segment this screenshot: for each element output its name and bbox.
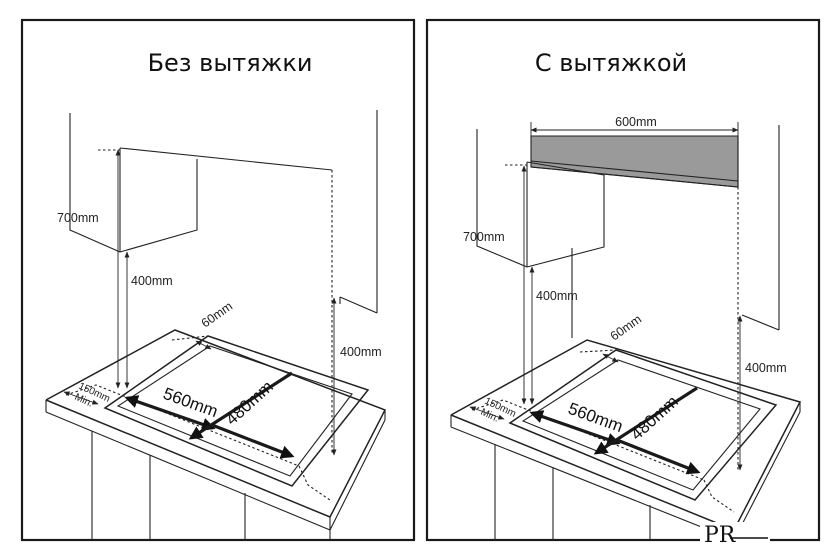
dim-480-label: 480mm xyxy=(222,377,277,429)
hob xyxy=(508,349,778,501)
cutout-outline-back xyxy=(579,349,617,353)
dim-400-side-label: 400mm xyxy=(340,345,382,359)
dim-400-side-label: 400mm xyxy=(745,361,787,375)
dim-600: 600mm xyxy=(530,115,739,136)
panel-title: Без вытяжки xyxy=(148,49,313,77)
cutout-outline-back xyxy=(171,335,209,341)
wall-cabinet xyxy=(69,113,333,253)
worktop xyxy=(450,339,802,541)
dim-480-label: 480mm xyxy=(627,392,682,444)
panel-frame xyxy=(425,18,821,542)
worktop xyxy=(45,329,387,540)
dim-700-label: 700mm xyxy=(57,211,99,225)
dim-560-label: 560mm xyxy=(566,399,626,436)
dim-60-left: 60mm xyxy=(195,299,235,350)
panel-with-hood: С вытяжкой 600mm xyxy=(425,18,821,542)
side-wall xyxy=(339,110,378,314)
dim-600-label: 600mm xyxy=(615,115,657,129)
dim-400-cabinet-label: 400mm xyxy=(536,289,578,303)
dim-400-cabinet-left: 400mm xyxy=(124,251,173,389)
dim-700-right: 700mm xyxy=(463,164,527,405)
logo-mark: PR xyxy=(704,523,737,548)
brand-logo: PR xyxy=(700,522,770,548)
dim-700-label: 700mm xyxy=(463,230,505,244)
dim-150-left: 150mm Min. xyxy=(63,381,112,410)
dim-400-cabinet-label: 400mm xyxy=(131,274,173,288)
wall-cabinet xyxy=(476,129,605,268)
panel-title: С вытяжкой xyxy=(535,49,687,77)
cooker-hood xyxy=(530,135,739,188)
side-wall xyxy=(571,125,780,338)
dim-560-label: 560mm xyxy=(161,384,221,421)
dim-400-side-right: 400mm xyxy=(737,187,787,471)
panel-without-hood: Без вытяжки xyxy=(20,18,416,542)
cutout-outline-front xyxy=(298,465,331,501)
hob xyxy=(103,335,370,487)
dim-400-cabinet-right: 400mm xyxy=(529,266,578,405)
dim-560-right: 560mm xyxy=(529,399,626,446)
cutout-outline-front xyxy=(703,479,735,513)
dim-700-left: 700mm xyxy=(57,149,121,389)
dim-60-label: 60mm xyxy=(199,299,235,330)
dim-60-label: 60mm xyxy=(608,312,644,343)
panel-frame xyxy=(20,18,416,542)
dim-400-side-left: 400mm xyxy=(331,170,382,456)
